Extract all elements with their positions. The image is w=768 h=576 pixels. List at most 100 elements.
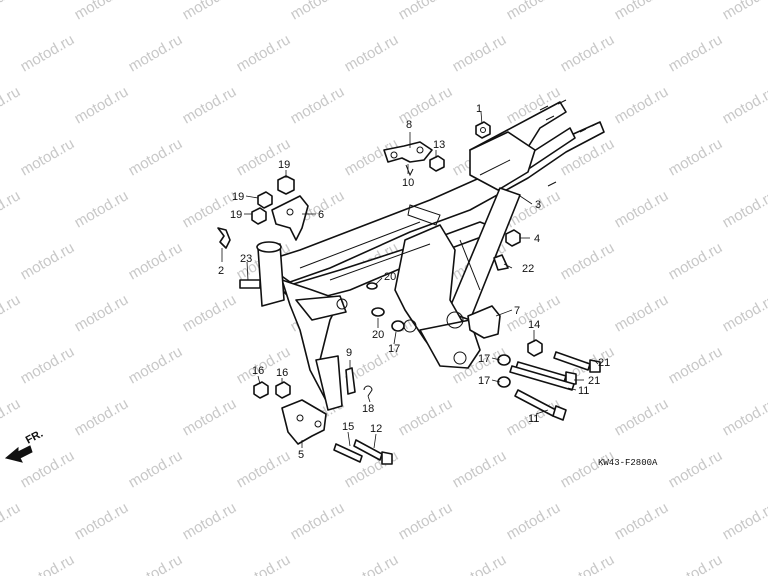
watermark-text: motod.ru xyxy=(720,83,768,127)
callout-16-b: 16 xyxy=(276,367,288,379)
callout-21-a: 21 xyxy=(598,357,610,369)
front-direction-indicator: FR. xyxy=(4,428,45,463)
clip-2-icon xyxy=(217,227,231,249)
watermark-text: motod.ru xyxy=(0,499,23,543)
callouts: 1 2 3 4 5 6 7 8 9 10 11 11 12 13 14 15 1… xyxy=(218,103,610,461)
watermark-text: motod.ru xyxy=(0,291,23,335)
callout-17-c: 17 xyxy=(478,375,490,387)
watermark-text: motod.ru xyxy=(126,135,186,179)
callout-7: 7 xyxy=(514,305,520,317)
watermark-text: motod.ru xyxy=(18,343,78,387)
leader-lines xyxy=(221,111,599,449)
watermark-text: motod.ru xyxy=(18,135,78,179)
callout-11-b: 11 xyxy=(528,413,539,425)
watermark-text: motod.ru xyxy=(612,187,672,231)
washer-20-b-icon xyxy=(371,307,385,317)
watermark-text: motod.ru xyxy=(666,343,726,387)
watermark-text: motod.ru xyxy=(18,551,78,576)
nut-13-icon xyxy=(429,155,445,172)
watermark-text: motod.ru xyxy=(126,239,186,283)
callout-17-a: 17 xyxy=(388,343,400,355)
callout-13: 13 xyxy=(433,139,445,151)
diagram-code: KW43-F2800A xyxy=(598,458,658,468)
watermark-text: motod.ru xyxy=(126,31,186,75)
watermark-text: motod.ru xyxy=(180,499,240,543)
watermark-text: motod.ru xyxy=(450,447,510,491)
clip-10-icon xyxy=(405,164,414,177)
watermark-text: motod.ru xyxy=(234,447,294,491)
watermark-text: motod.ru xyxy=(72,395,132,439)
watermark-text: motod.ru xyxy=(666,31,726,75)
watermark-text: motod.ru xyxy=(234,135,294,179)
callout-23: 23 xyxy=(240,253,252,265)
callout-20-b: 20 xyxy=(372,329,384,341)
watermark-text: motod.ru xyxy=(396,0,456,23)
watermark-text: motod.ru xyxy=(18,239,78,283)
watermark-text: motod.ru xyxy=(558,447,618,491)
watermark-text: motod.ru xyxy=(612,395,672,439)
watermark-text: motod.ru xyxy=(72,499,132,543)
clip-18-icon xyxy=(363,385,373,397)
callout-14: 14 xyxy=(528,319,540,331)
watermark-text: motod.ru xyxy=(450,551,510,576)
watermark-text: motod.ru xyxy=(288,499,348,543)
callout-16-a: 16 xyxy=(252,365,264,377)
front-label: FR. xyxy=(24,428,45,447)
nut-16-b-icon xyxy=(275,381,291,399)
callout-19-c: 19 xyxy=(230,209,242,221)
watermark-text: motod.ru xyxy=(666,447,726,491)
callout-12: 12 xyxy=(370,423,382,435)
watermark-text: motod.ru xyxy=(0,0,23,23)
callout-15: 15 xyxy=(342,421,354,433)
watermark-text: motod.ru xyxy=(72,187,132,231)
bolt-11-a-icon xyxy=(509,365,575,391)
front-arrow-icon xyxy=(4,445,33,463)
watermark-text: motod.ru xyxy=(720,395,768,439)
callout-17-b: 17 xyxy=(478,353,490,365)
watermark-text: motod.ru xyxy=(558,551,618,576)
watermark-text: motod.ru xyxy=(558,31,618,75)
bolt-11-b-icon xyxy=(514,389,567,421)
watermark-text: motod.ru xyxy=(396,83,456,127)
watermark-text: motod.ru xyxy=(72,83,132,127)
callout-19-b: 19 xyxy=(232,191,244,203)
callout-11-a: 11 xyxy=(578,385,589,397)
watermark-text: motod.ru xyxy=(180,0,240,23)
washer-17-a-icon xyxy=(391,320,405,332)
watermark-text: motod.ru xyxy=(234,551,294,576)
watermark-text: motod.ru xyxy=(720,291,768,335)
watermark-text: motod.ru xyxy=(288,0,348,23)
watermark-text: motod.ru xyxy=(126,343,186,387)
watermark-text: motod.ru xyxy=(612,291,672,335)
watermark-text: motod.ru xyxy=(180,83,240,127)
watermark-text: motod.ru xyxy=(0,187,23,231)
nut-19-b-icon xyxy=(257,191,273,209)
bolt-12-icon xyxy=(353,439,393,465)
washer-20-a-icon xyxy=(366,282,378,290)
callout-6: 6 xyxy=(318,209,324,221)
bolt-15-icon xyxy=(333,443,363,463)
callout-10: 10 xyxy=(402,177,414,189)
watermark-text: motod.ru xyxy=(18,31,78,75)
watermark-text: motod.ru xyxy=(234,31,294,75)
callout-20-a: 20 xyxy=(384,271,396,283)
cap-22-icon xyxy=(493,254,509,271)
callout-8: 8 xyxy=(406,119,412,131)
watermark-text: motod.ru xyxy=(396,395,456,439)
nut-4-icon xyxy=(505,229,521,247)
nut-16-a-icon xyxy=(253,381,269,399)
callout-1: 1 xyxy=(476,103,482,115)
watermark-text: motod.ru xyxy=(612,0,672,23)
washer-17-b-icon xyxy=(497,354,511,366)
watermark-text: motod.ru xyxy=(720,499,768,543)
callout-9: 9 xyxy=(346,347,352,359)
watermark-text: motod.ru xyxy=(342,551,402,576)
nut-14-icon xyxy=(527,339,543,357)
callout-21-b: 21 xyxy=(588,375,600,387)
watermark-text: motod.ru xyxy=(0,83,23,127)
bracket-9-icon xyxy=(345,367,356,395)
callout-18: 18 xyxy=(362,403,374,415)
watermark-text: motod.ru xyxy=(126,551,186,576)
watermark-text: motod.ru xyxy=(342,31,402,75)
